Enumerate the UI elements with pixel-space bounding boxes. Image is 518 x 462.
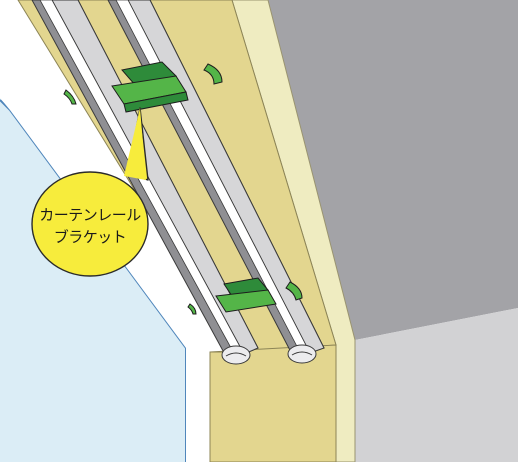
window-frame-outline [0,99,11,111]
callout-label-line2: ブラケット [54,228,127,246]
window-wall-strip [0,18,210,462]
right-wall [355,308,518,462]
callout-label-line1: カーテンレール [39,206,141,224]
callout-bubble: カーテンレール ブラケット [31,107,149,277]
bracket-lower [187,277,303,315]
ceiling [268,0,518,340]
bracket-upper [63,61,223,113]
